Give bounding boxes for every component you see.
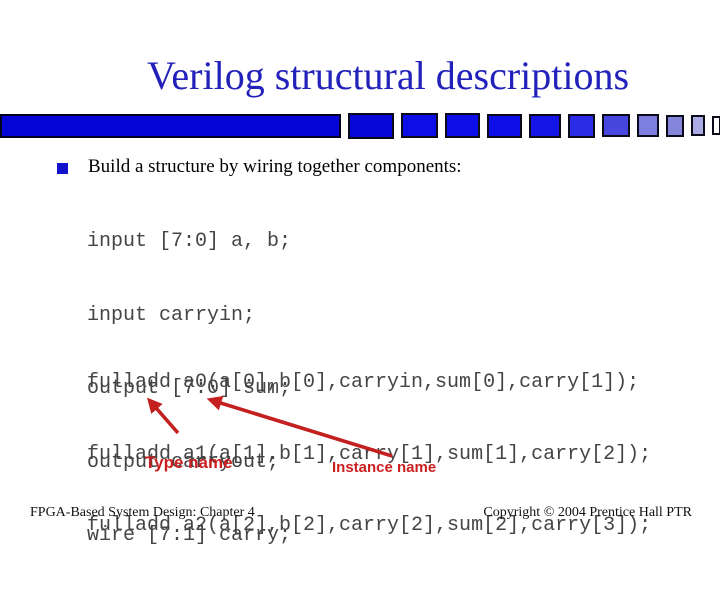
title-divider-bar: [0, 112, 720, 139]
instance-name-label: Instance name: [332, 459, 437, 476]
code-line: input [7:0] a, b;: [87, 230, 292, 253]
divider-square: [445, 113, 480, 138]
divider-square: [487, 113, 522, 138]
divider-square: [529, 113, 561, 138]
divider-square: [401, 113, 438, 138]
footer-copyright: Copyright © 2004 Prentice Hall PTR: [483, 505, 692, 520]
type-name-label: Type name: [145, 453, 233, 472]
divider-square: [602, 114, 630, 137]
slide-canvas: Verilog structural descriptions Build a …: [0, 53, 720, 547]
code-line: fulladd a2(a[2],b[2],carry[2],sum[2],car…: [87, 513, 652, 537]
divider-square: [691, 115, 705, 136]
code-line: fulladd a0(a[0],b[0],carryin,sum[0],carr…: [87, 371, 640, 395]
code-line: input carryin;: [87, 303, 256, 327]
divider-long-rect: [0, 113, 341, 138]
slide-title: Verilog structural descriptions: [146, 53, 630, 98]
divider-square: [568, 113, 595, 138]
divider-square: [666, 114, 684, 137]
bullet-text: Build a structure by wiring together com…: [88, 156, 462, 177]
divider-square: [712, 116, 720, 135]
footer-chapter: FPGA-Based System Design: Chapter 4: [30, 505, 255, 520]
divider-square: [348, 112, 394, 139]
divider-square: [637, 114, 659, 137]
bullet-square-icon: [57, 163, 68, 174]
code-line: output [7:0] sum;: [87, 377, 292, 400]
